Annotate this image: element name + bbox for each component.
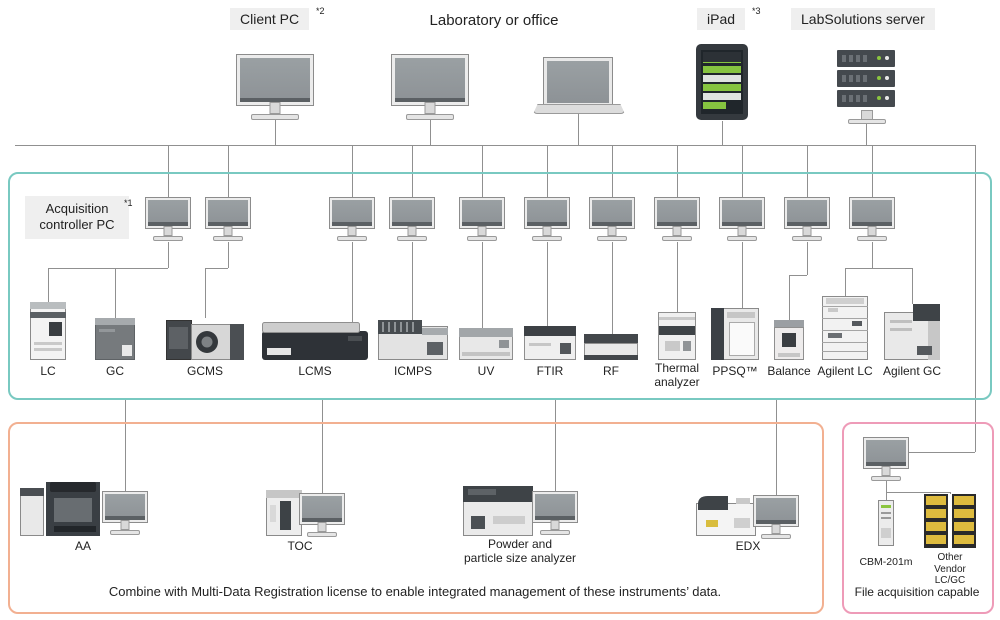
client-pc-label: Client PC xyxy=(230,8,310,30)
office-pc-monitor xyxy=(391,54,469,106)
acquisition-pc-monitor xyxy=(145,197,191,229)
instrument-ftir xyxy=(524,326,576,360)
acquisition-pc-monitor xyxy=(329,197,375,229)
ipad-footnote: *3 xyxy=(752,6,761,16)
instrument-label-agilent-gc: Agilent GC xyxy=(882,364,942,378)
server-base xyxy=(848,119,886,124)
instrument-label-ppsq: PPSQ™ xyxy=(712,364,758,378)
acquisition-pc-monitor xyxy=(205,197,251,229)
labsolutions-server-device xyxy=(837,50,895,110)
server-rack-unit xyxy=(837,90,895,107)
client-pc-monitor xyxy=(236,54,314,106)
instrument-edx xyxy=(696,496,756,536)
instrument-gcms xyxy=(166,320,244,360)
server-rack-unit xyxy=(837,50,895,67)
instrument-label-gcms: GCMS xyxy=(187,364,223,378)
acquisition-pc-monitor xyxy=(784,197,830,229)
instrument-aa xyxy=(20,482,100,536)
file-acquisition-pc-monitor xyxy=(863,437,909,469)
acquisition-pc-monitor xyxy=(459,197,505,229)
multidata-zone-box xyxy=(8,422,824,614)
acquisition-controller-label: Acquisition controller PC xyxy=(25,196,129,239)
acquisition-pc-monitor xyxy=(719,197,765,229)
instrument-uv xyxy=(459,328,513,360)
label-cbm-201m: CBM-201m xyxy=(859,556,913,568)
instrument-lcms xyxy=(262,322,368,360)
toc-pc-monitor xyxy=(299,493,345,525)
aa-pc-monitor xyxy=(102,491,148,523)
instrument-label-agilent-lc: Agilent LC xyxy=(817,364,873,378)
acquisition-pc-monitor xyxy=(849,197,895,229)
instrument-label-uv: UV xyxy=(477,364,495,378)
file-acquisition-zone-box xyxy=(842,422,994,614)
ipad-device xyxy=(696,44,748,120)
instrument-rf xyxy=(584,334,638,360)
acquisition-pc-monitor xyxy=(524,197,570,229)
acquisition-footnote: *1 xyxy=(124,198,133,208)
acquisition-pc-monitor xyxy=(389,197,435,229)
instrument-label-thermal-analyzer: Thermal analyzer xyxy=(654,361,700,389)
multidata-note: Combine with Multi-Data Registration lic… xyxy=(108,584,722,599)
instrument-agilent-lc xyxy=(822,296,868,360)
instrument-label-toc: TOC xyxy=(287,539,313,553)
instrument-label-lc: LC xyxy=(40,364,56,378)
instrument-powder-analyzer xyxy=(463,486,533,536)
instrument-label-rf: RF xyxy=(603,364,619,378)
ipad-label: iPad xyxy=(697,8,746,30)
ipad-screen xyxy=(701,50,743,114)
labsolutions-server-label: LabSolutions server xyxy=(791,8,935,30)
instrument-label-aa: AA xyxy=(74,539,92,553)
instrument-label-icmps: ICMPS xyxy=(393,364,433,378)
instrument-gc xyxy=(95,318,135,360)
instrument-icmps xyxy=(378,320,448,360)
instrument-label-lcms: LCMS xyxy=(298,364,332,378)
file-acquisition-capable-label: File acquisition capable xyxy=(854,585,980,599)
powder-pc-monitor xyxy=(532,491,578,523)
acquisition-pc-monitor xyxy=(589,197,635,229)
instrument-label-powder-analyzer: Powder and particle size analyzer xyxy=(463,537,577,565)
instrument-label-edx: EDX xyxy=(735,539,761,553)
device-cbm-201m xyxy=(878,500,894,546)
device-other-vendor-lcgc xyxy=(924,494,976,548)
instrument-label-balance: Balance xyxy=(767,364,811,378)
acquisition-pc-monitor xyxy=(654,197,700,229)
edx-pc-monitor xyxy=(753,495,799,527)
label-other-vendor-lcgc: Other Vendor LC/GC xyxy=(934,552,966,586)
laptop-base xyxy=(533,104,625,114)
instrument-agilent-gc xyxy=(884,304,940,360)
server-rack-unit xyxy=(837,70,895,87)
instrument-balance xyxy=(774,320,804,360)
client-pc-footnote: *2 xyxy=(316,6,325,16)
instrument-label-gc: GC xyxy=(106,364,124,378)
instrument-label-ftir: FTIR xyxy=(536,364,564,378)
instrument-toc xyxy=(266,490,302,536)
instrument-ppsq xyxy=(711,308,759,360)
instrument-thermal-analyzer xyxy=(658,312,696,360)
instrument-lc xyxy=(30,302,66,360)
laboratory-or-office-label: Laboratory or office xyxy=(429,12,559,29)
acquisition-zone-box xyxy=(8,172,992,400)
laptop-screen xyxy=(543,57,613,107)
